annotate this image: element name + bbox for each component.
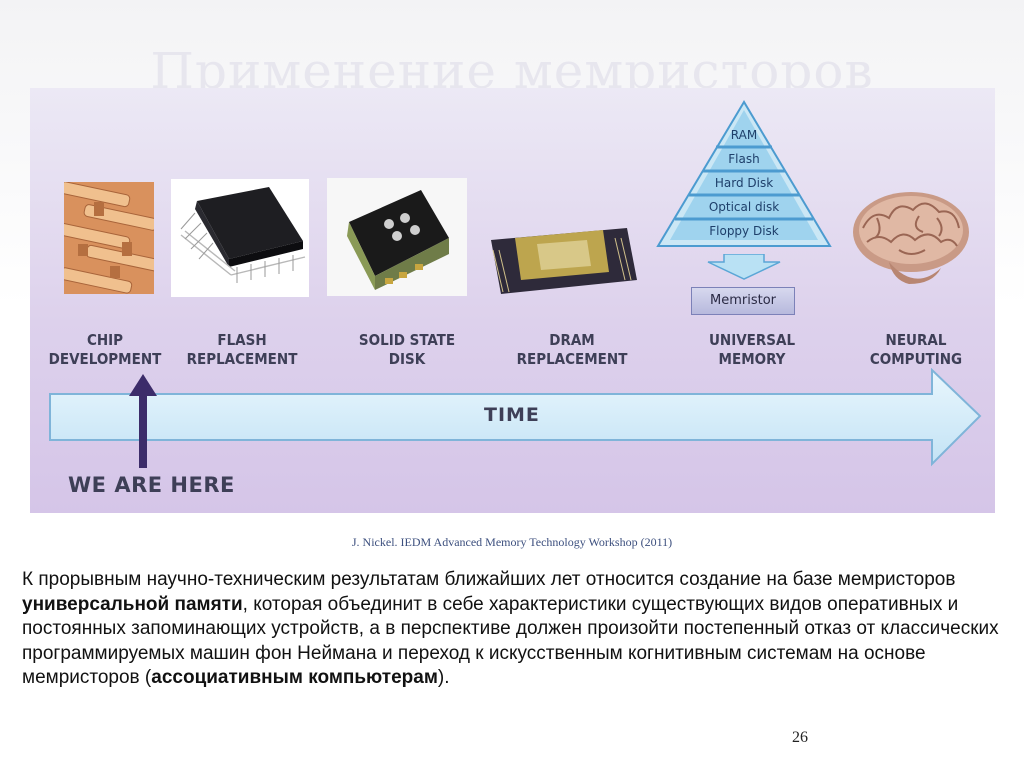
body-text-part: , которая объединит в себе характеристик… <box>22 593 999 689</box>
stage-neural-computing: NEURAL COMPUTING <box>841 331 991 369</box>
solid-state-disk-image <box>327 178 467 296</box>
chip-development-image <box>64 182 154 294</box>
stage-label-line1: DRAM <box>549 331 595 349</box>
diagram-panel <box>30 88 995 513</box>
stage-label-line1: CHIP <box>86 331 124 349</box>
time-label: TIME <box>484 404 540 426</box>
body-text-part: ). <box>437 667 450 688</box>
body-bold-associative-computers: ассоциативным компьютерам <box>151 667 438 688</box>
stage-label-line1: FLASH <box>217 331 267 349</box>
memory-hierarchy-pyramid <box>656 100 832 247</box>
stage-chip-development: CHIP DEVELOPMENT <box>30 331 180 369</box>
brain-image <box>853 192 969 284</box>
body-paragraph: К прорывным научно-техническим результат… <box>22 568 1002 691</box>
stage-label-line2: MEMORY <box>718 350 786 368</box>
stage-label-line2: DEVELOPMENT <box>48 350 162 368</box>
pyramid-level-hard-disk: Hard Disk <box>714 176 774 190</box>
stage-label-line2: REPLACEMENT <box>186 350 298 368</box>
stage-label-line2: COMPUTING <box>869 350 963 368</box>
stage-label-line2: DISK <box>388 350 426 368</box>
down-arrow-icon <box>707 254 781 280</box>
stage-solid-state-disk: SOLID STATE DISK <box>332 331 482 369</box>
pyramid-level-floppy-disk: Floppy Disk <box>709 224 779 238</box>
dram-chip-image <box>491 228 637 294</box>
time-arrow <box>49 368 982 467</box>
body-text-part: К прорывным научно-техническим результат… <box>22 569 956 590</box>
stage-dram-replacement: DRAM REPLACEMENT <box>497 331 647 369</box>
stage-flash-replacement: FLASH REPLACEMENT <box>167 331 317 369</box>
flash-chip-image <box>171 179 309 297</box>
pyramid-level-flash: Flash <box>728 152 760 166</box>
we-are-here-label: WE ARE HERE <box>68 473 235 497</box>
we-are-here-arrow-icon <box>129 374 157 468</box>
citation: J. Nickel. IEDM Advanced Memory Technolo… <box>351 535 673 549</box>
pyramid-level-optical-disk: Optical disk <box>708 200 780 214</box>
page-number: 26 <box>792 729 808 746</box>
stage-label-line2: REPLACEMENT <box>516 350 628 368</box>
body-bold-universal-memory: универсальной памяти <box>22 593 243 615</box>
stage-label-line1: UNIVERSAL <box>708 331 796 349</box>
stage-universal-memory: UNIVERSAL MEMORY <box>677 331 827 369</box>
pyramid-level-ram: RAM <box>730 128 758 142</box>
stage-label-line1: SOLID STATE <box>358 331 456 349</box>
memristor-box: Memristor <box>691 287 795 315</box>
stage-label-line1: NEURAL <box>885 331 947 349</box>
